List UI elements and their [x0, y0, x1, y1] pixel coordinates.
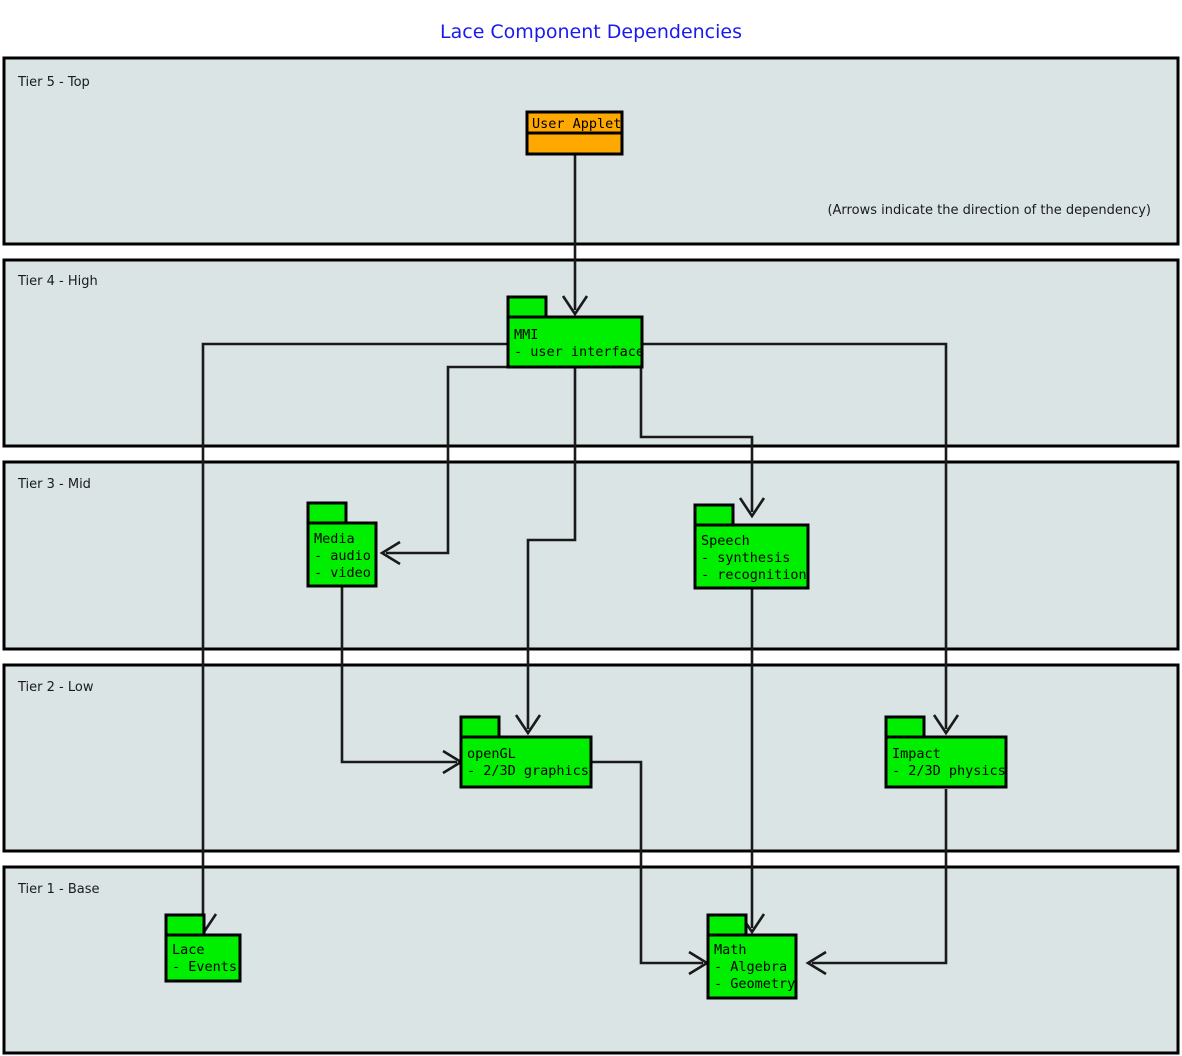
connector-mmi-to-media: [379, 365, 508, 566]
package-impact-tab: [884, 715, 926, 739]
package-lace-name: Lace: [172, 942, 205, 958]
package-speech-body: [693, 523, 810, 590]
connector-mmi-to-speech: [639, 344, 766, 519]
package-impact-name: Impact: [892, 746, 941, 762]
package-mmi-line-1: - user interface: [514, 344, 644, 360]
connector-user-applet-to-mmi: [561, 154, 589, 317]
package-lace-body: [164, 933, 242, 983]
package-math-line-1: - Algebra: [714, 959, 787, 975]
arrows-note: (Arrows indicate the direction of the de…: [827, 203, 1151, 218]
package-lace[interactable]: Lace - Events: [164, 913, 242, 983]
package-opengl-name: openGL: [467, 746, 516, 762]
package-lace-tab: [164, 913, 206, 937]
package-impact-line-1: - 2/3D physics: [892, 763, 1006, 779]
package-mmi[interactable]: MMI - user interface: [506, 295, 644, 369]
tier-label-tier2: Tier 2 - Low: [17, 680, 94, 695]
tier-label-tier4: Tier 4 - High: [17, 274, 98, 289]
package-mmi-body: [506, 315, 644, 369]
package-math-body: [706, 933, 798, 1000]
connector-mmi-to-math: [641, 342, 960, 976]
package-user-applet[interactable]: User Applet: [525, 110, 624, 156]
page-title: Lace Component Dependencies: [440, 21, 742, 43]
package-opengl-body: [459, 735, 593, 789]
package-speech-line-1: - synthesis: [701, 550, 790, 566]
tier-label-tier5: Tier 5 - Top: [17, 75, 90, 90]
package-media-line-2: - video: [314, 565, 371, 581]
connector-mmi-to-opengl: [514, 367, 577, 736]
package-speech-name: Speech: [701, 533, 750, 549]
tier-label-tier1: Tier 1 - Base: [17, 882, 100, 897]
package-math-line-2: - Geometry: [714, 976, 795, 992]
package-opengl-tab: [459, 715, 501, 739]
package-media-name: Media: [314, 531, 355, 547]
package-lace-line-1: - Events: [172, 959, 237, 975]
tier-label-tier3: Tier 3 - Mid: [17, 477, 91, 492]
package-math-name: Math: [714, 942, 747, 958]
package-user-applet-body: [525, 131, 624, 156]
package-mmi-tab: [506, 295, 548, 319]
package-media[interactable]: Media - audio - video: [306, 501, 378, 588]
package-opengl[interactable]: openGL - 2/3D graphics: [459, 715, 593, 789]
package-speech-line-2: - recognition: [701, 567, 807, 583]
connector-layer: [190, 154, 960, 976]
tier-container-tier3: [2, 460, 1180, 651]
package-opengl-line-1: - 2/3D graphics: [467, 763, 589, 779]
package-speech[interactable]: Speech - synthesis - recognition: [693, 503, 810, 590]
package-mmi-name: MMI: [514, 327, 538, 343]
package-impact[interactable]: Impact - 2/3D physics: [884, 715, 1008, 789]
package-user-applet-name: User Applet: [532, 116, 621, 132]
package-media-body: [306, 521, 378, 588]
package-math-tab: [706, 913, 748, 937]
package-media-line-1: - audio: [314, 548, 371, 564]
package-speech-tab: [693, 503, 735, 527]
package-media-tab: [306, 501, 348, 525]
package-impact-body: [884, 735, 1008, 789]
package-math[interactable]: Math - Algebra - Geometry: [706, 913, 798, 1000]
